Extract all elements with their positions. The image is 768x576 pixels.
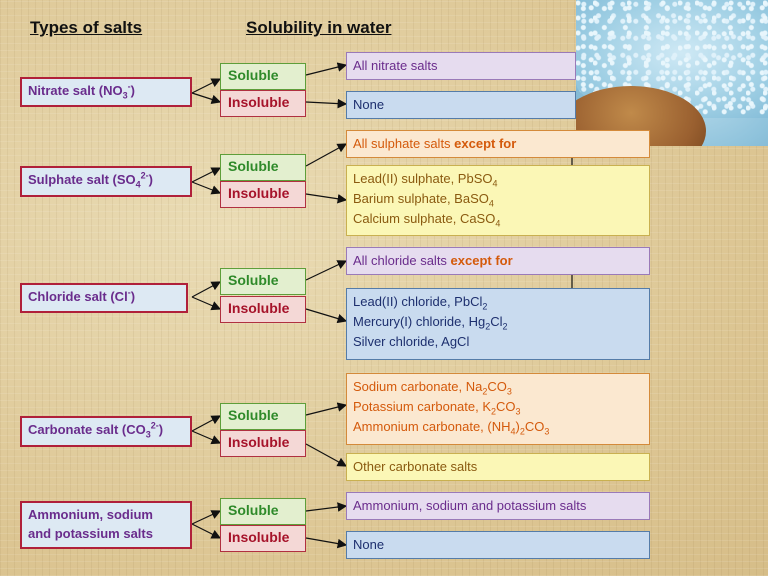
chloride-insoluble-item: Silver chloride, AgCl <box>353 332 643 352</box>
carbonate-name: Carbonate salt (CO <box>28 422 146 437</box>
chloride-item-sub: 2 <box>485 321 491 332</box>
nitrate-close: ) <box>130 83 135 98</box>
salt-crystals-photo <box>576 0 768 146</box>
carbonate-item-sub: 3 <box>544 426 550 437</box>
carbonate-item-sub: 2 <box>519 426 525 437</box>
heading-types-of-salts: Types of salts <box>30 18 143 37</box>
chloride-item-sub: 2 <box>482 301 488 312</box>
nitrate-name: Nitrate salt (NO <box>28 83 123 98</box>
carbonate-sub: 3 <box>145 429 151 440</box>
carbonate-item-text: CO <box>487 379 507 394</box>
nitrate-sub: 3 <box>122 90 128 101</box>
nitrate-soluble-result: All nitrate salts <box>346 52 576 80</box>
ammonium-name-line2: and potassium salts <box>28 526 153 541</box>
chloride-insoluble-label: Insoluble <box>220 296 306 323</box>
chloride-close: ) <box>130 289 136 304</box>
ammonium-insoluble-result: None <box>346 531 650 559</box>
carbonate-item-text: Potassium carbonate, K <box>353 399 492 414</box>
type-carbonate-salt: Carbonate salt (CO32-) <box>20 416 192 447</box>
carbonate-item-text: Ammonium carbonate, (NH <box>353 419 511 434</box>
sulphate-insoluble-item: Barium sulphate, BaSO4 <box>353 189 643 209</box>
carbonate-item-sub: 3 <box>506 386 512 397</box>
carbonate-item-sub: 4 <box>510 426 516 437</box>
carbonate-insoluble-label: Insoluble <box>220 430 306 457</box>
sulphate-soluble-result: All sulphate salts except for <box>346 130 650 158</box>
carbonate-item-text: CO <box>496 399 516 414</box>
chloride-insoluble-result: Lead(II) chloride, PbCl2 Mercury(I) chlo… <box>346 288 650 360</box>
carbonate-item-text: ) <box>515 419 520 434</box>
type-ammonium-sodium-potassium-salts: Ammonium, sodium and potassium salts <box>20 501 192 549</box>
carbonate-item-sub: 3 <box>515 406 521 417</box>
ammonium-insoluble-label: Insoluble <box>220 525 306 552</box>
sulphate-item-sub: 4 <box>495 218 501 229</box>
sulphate-item-sub: 4 <box>488 198 494 209</box>
carbonate-soluble-item: Ammonium carbonate, (NH4)2CO3 <box>353 417 643 437</box>
sulphate-insoluble-label: Insoluble <box>220 181 306 208</box>
type-chloride-salt: Chloride salt (Cl-) <box>20 283 188 313</box>
sulphate-item-text: Lead(II) sulphate, PbSO <box>353 171 493 186</box>
chloride-name: Chloride salt (Cl <box>28 289 128 304</box>
type-nitrate-salt: Nitrate salt (NO3-) <box>20 77 192 107</box>
ammonium-soluble-label: Soluble <box>220 498 306 525</box>
chloride-item-text: Lead(II) chloride, PbCl <box>353 294 483 309</box>
chloride-soluble-label: Soluble <box>220 268 306 295</box>
carbonate-soluble-result: Sodium carbonate, Na2CO3 Potassium carbo… <box>346 373 650 445</box>
chloride-item-text: Mercury(I) chloride, Hg <box>353 314 486 329</box>
ammonium-soluble-result: Ammonium, sodium and potassium salts <box>346 492 650 520</box>
sulphate-sup: 2- <box>140 170 149 181</box>
chloride-item-text: Cl <box>490 314 503 329</box>
carbonate-soluble-item: Potassium carbonate, K2CO3 <box>353 397 643 417</box>
carbonate-insoluble-result: Other carbonate salts <box>346 453 650 481</box>
sulphate-name: Sulphate salt (SO <box>28 172 136 187</box>
type-sulphate-salt: Sulphate salt (SO42-) <box>20 166 192 197</box>
carbonate-item-text: Sodium carbonate, Na <box>353 379 483 394</box>
heading-solubility-in-water: Solubility in water <box>246 18 392 37</box>
nitrate-insoluble-result: None <box>346 91 576 119</box>
chloride-soluble-text: All chloride salts <box>353 253 451 268</box>
carbonate-item-text: CO <box>524 419 545 434</box>
nitrate-soluble-label: Soluble <box>220 63 306 90</box>
ammonium-name-line1: Ammonium, sodium <box>28 507 153 522</box>
sulphate-except-for: except for <box>454 136 517 151</box>
carbonate-sup: 2- <box>150 420 159 431</box>
chloride-sup: - <box>127 287 131 298</box>
sulphate-item-text: Barium sulphate, BaSO <box>353 191 489 206</box>
chloride-item-sub: 2 <box>502 321 508 332</box>
sulphate-insoluble-item: Lead(II) sulphate, PbSO4 <box>353 169 643 189</box>
carbonate-soluble-label: Soluble <box>220 403 306 430</box>
sulphate-close: ) <box>148 172 154 187</box>
sulphate-item-text: Calcium sulphate, CaSO <box>353 211 496 226</box>
sulphate-sub: 4 <box>135 179 141 190</box>
sulphate-soluble-text: All sulphate salts <box>353 136 455 151</box>
chloride-soluble-result: All chloride salts except for <box>346 247 650 275</box>
carbonate-close: ) <box>158 422 164 437</box>
nitrate-insoluble-label: Insoluble <box>220 90 306 117</box>
sulphate-insoluble-item: Calcium sulphate, CaSO4 <box>353 209 643 229</box>
chloride-insoluble-item: Lead(II) chloride, PbCl2 <box>353 292 643 312</box>
sulphate-item-sub: 4 <box>492 178 498 189</box>
nitrate-sup: - <box>127 81 131 92</box>
chloride-except-for: except for <box>450 253 513 268</box>
sulphate-soluble-label: Soluble <box>220 154 306 181</box>
chloride-item-text: Silver chloride, AgCl <box>353 334 470 349</box>
chloride-insoluble-item: Mercury(I) chloride, Hg2Cl2 <box>353 312 643 332</box>
sulphate-insoluble-result: Lead(II) sulphate, PbSO4 Barium sulphate… <box>346 165 650 236</box>
carbonate-item-sub: 2 <box>491 406 497 417</box>
carbonate-item-sub: 2 <box>482 386 488 397</box>
carbonate-soluble-item: Sodium carbonate, Na2CO3 <box>353 377 643 397</box>
